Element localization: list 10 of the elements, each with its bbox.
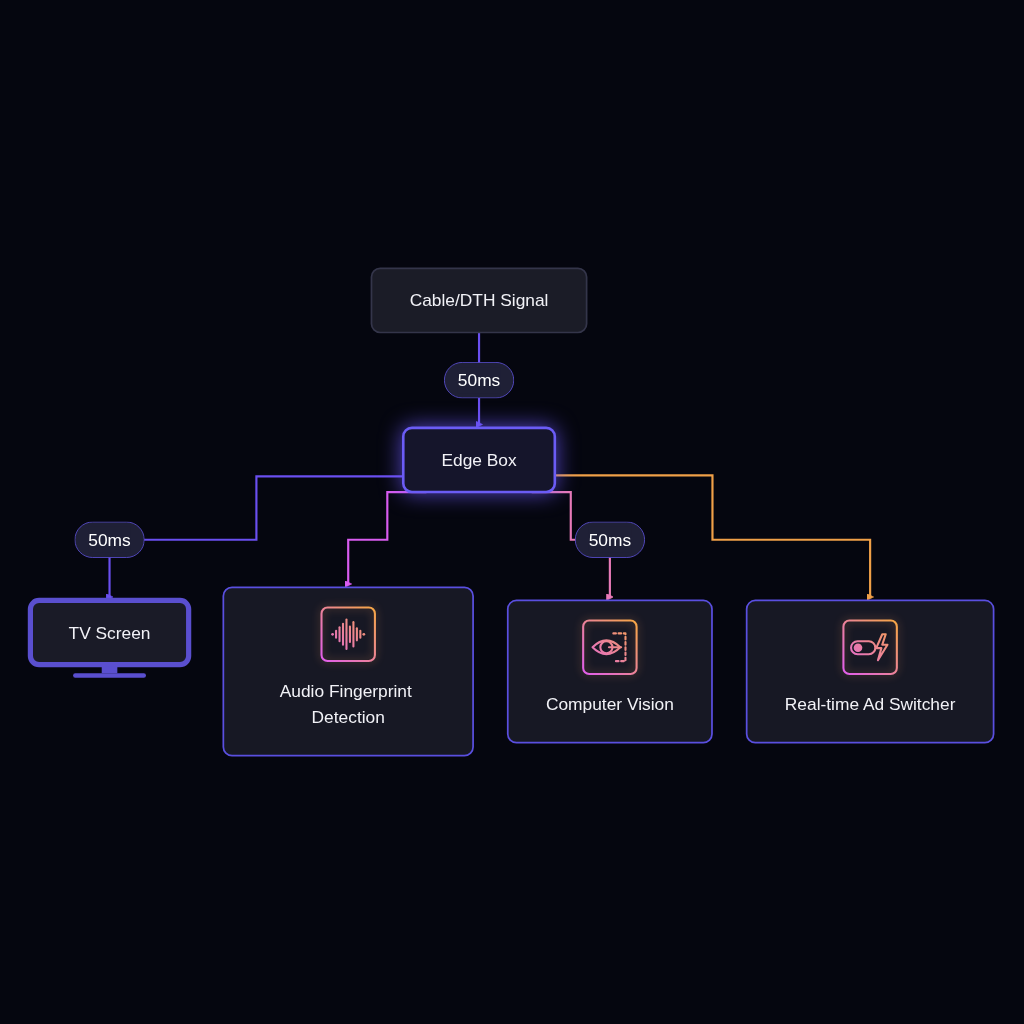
node-box: TV Screen — [27, 597, 192, 668]
edge-label: 50ms — [457, 370, 501, 390]
edge-label: 50ms — [588, 530, 632, 550]
edge-label: 50ms — [88, 530, 131, 550]
node-box: Edge Box — [401, 426, 557, 494]
node-box: Audio Fingerprint Detection — [222, 586, 474, 757]
node-box: Real-time Ad Switcher — [745, 599, 995, 744]
node-box: Cable/DTH Signal — [370, 267, 588, 334]
node-box: Computer Vision — [506, 599, 713, 744]
arrow — [554, 474, 874, 601]
